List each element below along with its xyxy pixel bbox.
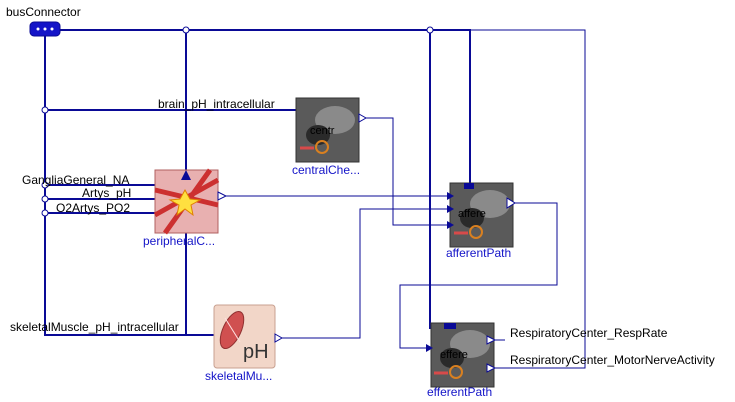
signal-label-resp-rate: RespiratoryCenter_RespRate [510, 326, 668, 340]
signal-label-brain-ph: brain_pH_intracellular [158, 97, 275, 111]
bus-connector[interactable] [29, 21, 61, 37]
bus-wire-efferent[interactable] [429, 30, 450, 329]
block-afferent[interactable]: affere [447, 182, 516, 248]
central-inner-text: centr [310, 125, 335, 137]
skeletal-output-port [274, 333, 284, 343]
signal-label-ganglia: GangliaGeneral_NA [22, 173, 129, 187]
junction-dot [41, 181, 49, 189]
peripheral-block-label: peripheralC... [143, 234, 215, 248]
efferent-inner-text: effere [440, 349, 468, 361]
central-output-port [358, 113, 368, 123]
block-central[interactable]: centr [295, 97, 368, 163]
efferent-block-label: efferentPath [427, 385, 492, 399]
efferent-output-port-2 [486, 363, 497, 373]
signal-wire-afferent-efferent[interactable] [399, 202, 558, 349]
signal-wire-central-afferent[interactable] [365, 117, 447, 226]
junction-dot [41, 106, 49, 114]
block-peripheral[interactable] [153, 168, 228, 235]
junction-dot [426, 26, 434, 34]
block-skeletal[interactable]: pH [213, 304, 284, 369]
peripheral-output-port [217, 191, 228, 201]
afferent-block-label: afferentPath [446, 246, 511, 260]
signal-label-o2artys: O2Artys_PO2 [56, 201, 130, 215]
central-block-label: centralChe... [292, 163, 360, 177]
junctions [41, 26, 434, 217]
block-efferent[interactable]: effere [426, 322, 497, 388]
junction-dot [41, 209, 49, 217]
afferent-output-port [506, 197, 516, 209]
efferent-output-port-1 [486, 335, 497, 345]
signal-wire-outer[interactable] [470, 29, 586, 369]
afferent-inner-text: affere [458, 208, 486, 220]
signal-wire-skeletal-afferent[interactable] [282, 208, 447, 339]
signal-label-artys-ph: Artys_pH [82, 186, 131, 200]
signal-label-skeletal-ph: skeletalMuscle_pH_intracellular [10, 320, 179, 334]
skeletal-inner-text: pH [243, 341, 269, 363]
signal-wires [45, 29, 586, 369]
junction-dot [41, 195, 49, 203]
signal-label-motor-nerve: RespiratoryCenter_MotorNerveActivity [510, 353, 715, 367]
skeletal-block-label: skeletalMu... [205, 369, 272, 383]
bus-connector-label: busConnector [6, 5, 81, 19]
junction-dot [182, 26, 190, 34]
